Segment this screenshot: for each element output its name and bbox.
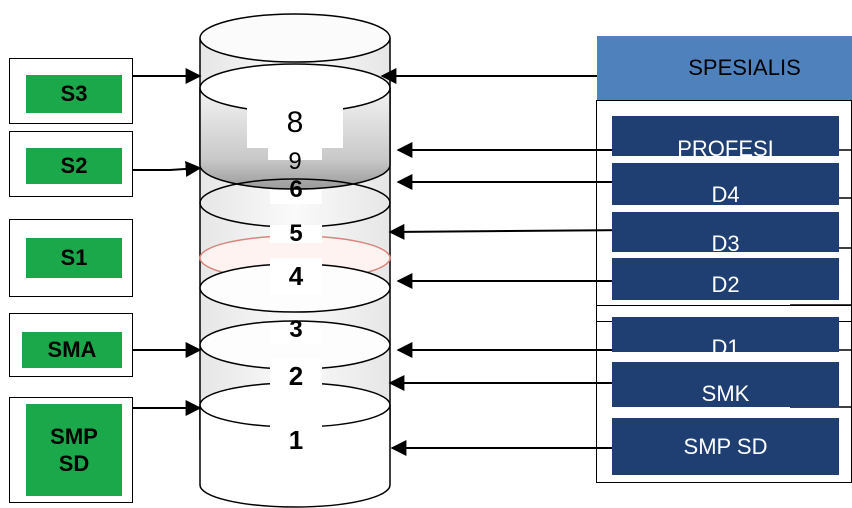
level-box-d3: D3 [612,212,839,256]
stack-number-8: 8 [247,98,343,148]
stack-number-6: 6 [270,176,322,204]
level-label-d1: D1 [711,335,740,360]
level-label-smp-sd-right: SMP SD [683,433,768,459]
left-arrows [132,68,202,416]
level-box-profesi: PROFESI [612,116,839,161]
level-label-s2: S2 [26,148,122,184]
level-box-smk: SMK [612,362,839,407]
level-label-s1: S1 [26,238,122,278]
stack-number-1: 1 [270,420,322,460]
arrow-d3 [388,223,641,240]
level-box-d1: D1 [612,317,839,360]
level-box-s3: S3 [9,58,133,124]
level-label-d4: D4 [711,182,740,207]
level-label-smp-sd: SMP SD [26,404,122,496]
level-box-spesialis: SPESIALIS [597,36,852,100]
level-box-d4: D4 [612,163,839,207]
level-label-s3: S3 [26,75,122,113]
stack-number-5: 5 [270,220,322,247]
stack-number-2: 2 [270,358,322,394]
stack-number-7: 9 [268,148,322,175]
level-box-d2: D2 [612,258,839,300]
level-label-sma: SMA [22,332,122,368]
level-box-s1: S1 [9,219,133,297]
right-arrows [380,68,641,456]
level-box-smp-sd-right: SMP SD [612,418,839,475]
level-label-profesi: PROFESI [677,136,774,161]
level-box-s2: S2 [9,131,133,197]
level-label-smk: SMK [701,381,750,406]
arrow-s2 [132,160,202,177]
level-label-smp: SMP [50,423,98,449]
level-box-sma: SMA [9,313,133,377]
level-label-d2: D2 [711,272,740,297]
level-label-spesialis: SPESIALIS [688,55,801,80]
stack-number-3: 3 [270,316,322,344]
level-label-d3: D3 [711,231,740,256]
stack-number-4: 4 [270,258,322,294]
level-box-smp-sd: SMP SD [9,397,133,503]
level-label-sd: SD [58,451,90,476]
